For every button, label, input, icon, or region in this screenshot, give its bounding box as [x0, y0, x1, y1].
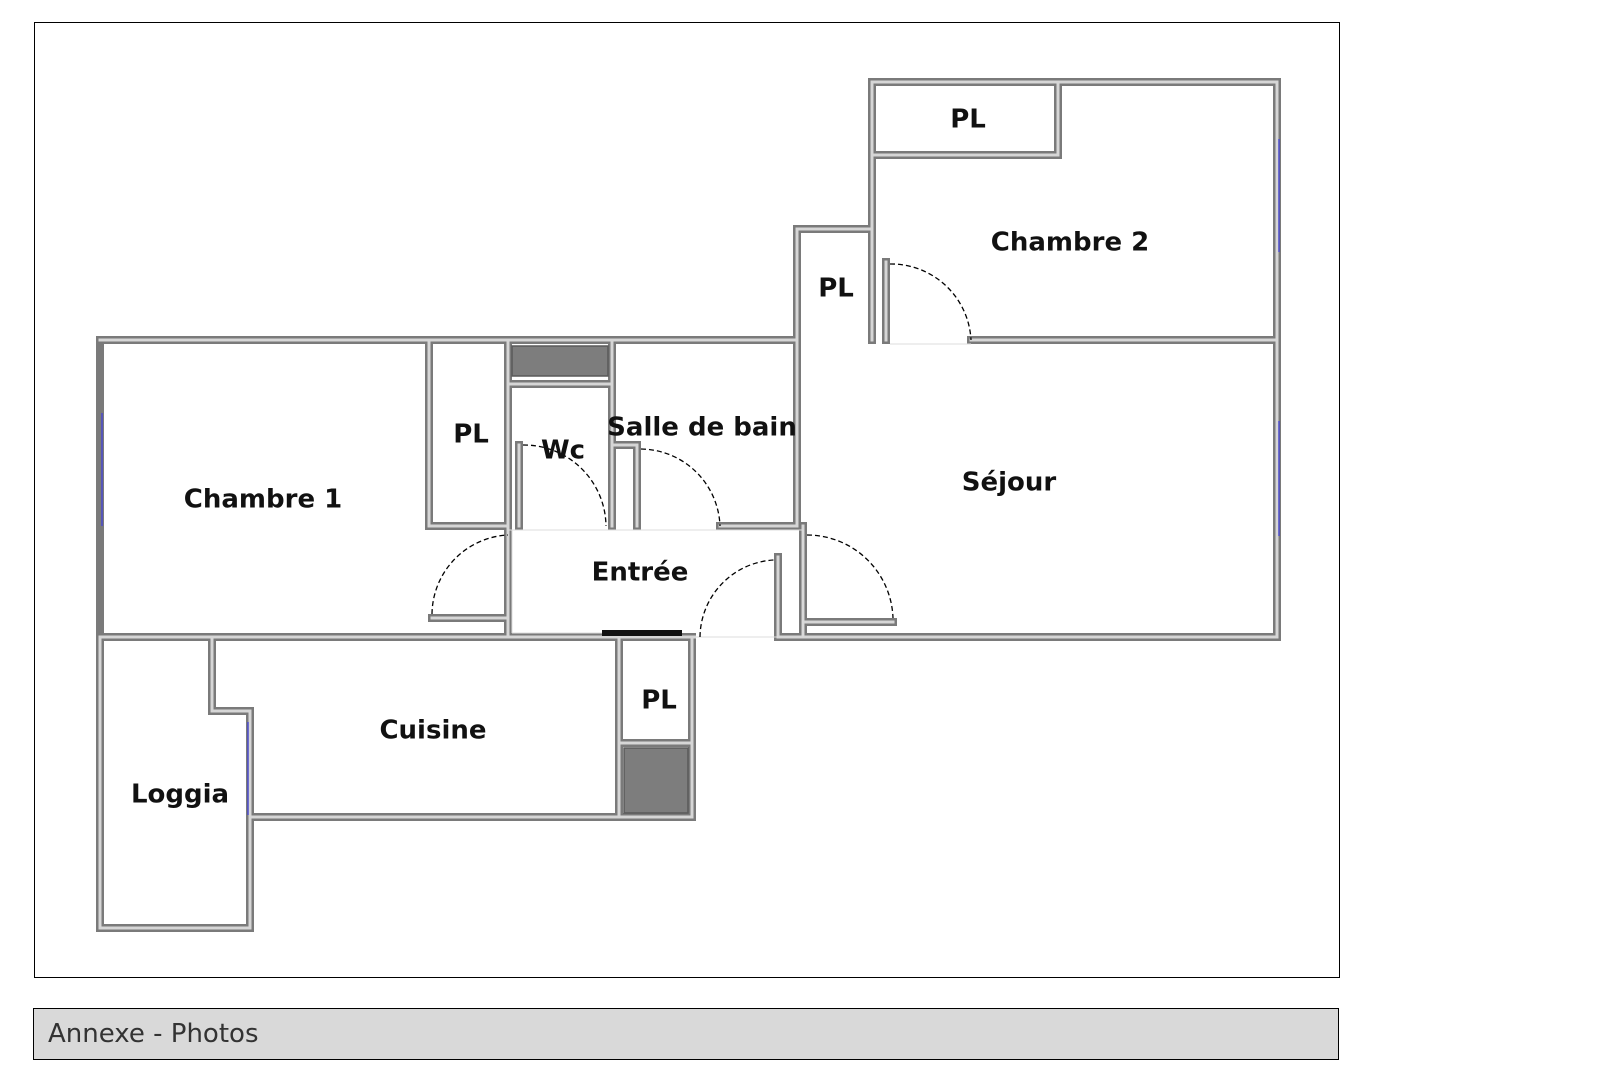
room-labels: PL Chambre 2 PL PL Wc Salle de bain Séjo…: [131, 105, 1149, 810]
label-salle-de-bain: Salle de bain: [607, 413, 797, 443]
label-loggia: Loggia: [131, 780, 229, 810]
door-chambre-2: [889, 263, 972, 341]
label-cuisine: Cuisine: [379, 716, 486, 746]
label-placard-chambre-1: PL: [453, 420, 489, 450]
windows: [101, 139, 1280, 815]
door-entree: [699, 559, 775, 638]
radiator-entree: [602, 630, 682, 636]
door-wc: [522, 444, 607, 527]
label-entree: Entrée: [592, 558, 689, 588]
label-chambre-2: Chambre 2: [991, 228, 1149, 258]
section-caption-bar: Annexe - Photos: [33, 1008, 1339, 1060]
doors: [431, 263, 972, 638]
walls-inner: [98, 80, 1279, 930]
label-placard-cuisine: PL: [641, 686, 677, 716]
label-wc: Wc: [541, 436, 585, 466]
gaine-cuisine: [623, 747, 689, 814]
label-placard-chambre-2: PL: [950, 105, 986, 135]
door-chambre-1: [431, 534, 509, 615]
caption-label: Annexe - Photos: [48, 1019, 259, 1049]
label-sejour: Séjour: [962, 468, 1057, 498]
label-chambre-1: Chambre 1: [184, 485, 342, 515]
outer-wall: [96, 78, 1281, 641]
openings: [508, 343, 971, 638]
door-sdb: [640, 448, 721, 527]
gaine-wc: [511, 345, 609, 377]
door-sejour: [806, 534, 894, 619]
label-placard-couloir: PL: [818, 274, 854, 304]
